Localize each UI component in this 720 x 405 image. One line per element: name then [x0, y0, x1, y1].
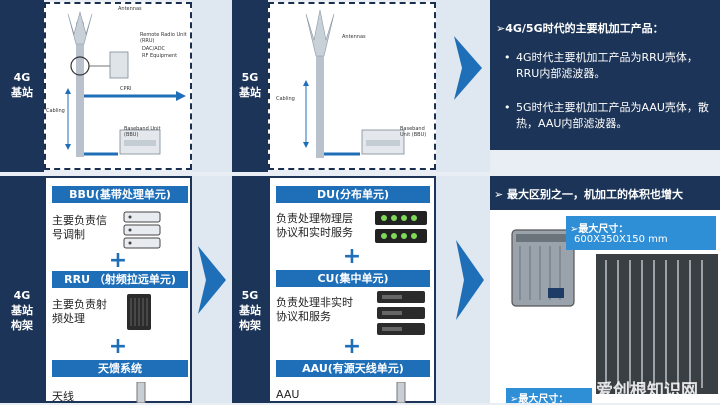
g4-bbu-bar: BBU(基带处理单元) — [52, 186, 188, 203]
top-info-bullet-2: • 5G时代主要机加工产品为AAU壳体，散热，AAU内部滤波器。 — [500, 100, 715, 132]
size-box-2-title: ➢最大尺寸： — [510, 394, 569, 405]
top-arrow-cell-1 — [192, 0, 232, 172]
rru-device-icon — [127, 294, 151, 330]
g4-plus-2: + — [108, 334, 128, 359]
g4-station-label-block — [0, 0, 44, 172]
g4-arch-label-block — [0, 176, 44, 403]
cpri-arrow — [176, 91, 186, 101]
g5-cu-desc: 负责处理非实时 协议和服务 — [276, 296, 353, 323]
g4-plus-1: + — [108, 248, 128, 273]
g5-plus-1: + — [342, 244, 362, 269]
bullet-dot: • — [504, 51, 511, 64]
rru-unit — [109, 51, 129, 79]
tower-mast — [316, 28, 324, 158]
g5-cu-bar: CU(集中单元) — [276, 270, 430, 287]
size-box-title: ➢最大尺寸： — [570, 224, 629, 235]
g5-antennas-label: Antennas — [342, 34, 366, 40]
bottom-right-arrow-icon — [456, 240, 484, 320]
g4-diagram-panel — [44, 2, 192, 170]
g4-antenna-desc: 天线 — [52, 390, 74, 403]
bullet-dot: • — [504, 101, 511, 114]
g5-plus-2: + — [342, 334, 362, 359]
antenna-panels — [305, 9, 335, 57]
g4-antenna-bar: 天馈系统 — [52, 360, 188, 377]
g5-aau-desc: AAU — [276, 388, 300, 401]
g4-rru-item1: DAC/ADC — [142, 46, 166, 52]
antenna-icon — [136, 382, 146, 403]
g5-cabling-label: Cabling — [276, 96, 295, 102]
cu-server-icon — [377, 291, 425, 335]
g4-bbu-label: Baseband Unit (BBU) — [124, 126, 161, 138]
bullet-text: 4G时代主要机加工产品为RRU壳体，RRU内部滤波器。 — [516, 51, 698, 80]
heatsink-product-photo — [596, 254, 718, 394]
g5-tower-diagram — [303, 9, 405, 158]
g4-rru-item2: RF Equipment — [142, 53, 178, 59]
bottom-info-header — [490, 176, 720, 210]
g5-du-desc: 负责处理物理层 协议和实时服务 — [276, 212, 353, 239]
g4-tower-diagram — [65, 10, 186, 157]
size-box-value: 600X350X150 mm — [574, 234, 668, 245]
g5-station-label-block — [232, 0, 268, 172]
top-right-arrow-icon — [454, 36, 482, 100]
g4-rru-bar: RRU （射频拉远单元) — [52, 271, 188, 288]
g4-antennas-label: Antennas — [118, 6, 142, 12]
g4-arch-label: 4G 基站 构架 — [11, 289, 33, 332]
g4-cpri-label: CPRI — [120, 86, 132, 92]
top-info-panel — [490, 0, 720, 150]
g4-station-label: 4G 基站 — [11, 71, 33, 99]
g4-cabling-label: Cabling — [46, 108, 65, 114]
du-device-icon — [375, 211, 427, 243]
antenna-panels — [67, 10, 93, 45]
g5-arch-label: 5G 基站 构架 — [239, 289, 261, 332]
g5-aau-bar: AAU(有源天线单元) — [276, 360, 430, 377]
watermark: 爱创根知识网 — [596, 381, 698, 401]
g5-diagram-panel — [268, 2, 436, 170]
g5-station-label: 5G 基站 — [239, 71, 261, 99]
g4-rru-title: Remote Radio Unit (RRU) — [140, 32, 187, 44]
g5-bbu-label: Baseband Unit (BBU) — [400, 126, 427, 138]
bbu-server-icon — [123, 211, 161, 249]
bottom-left-arrow-icon — [198, 246, 226, 314]
g4-rru-desc: 主要负责射 频处理 — [52, 298, 107, 325]
bottom-info-heading: ➢ 最大区别之一，机加工的体积也增大 — [494, 188, 684, 201]
size-box — [566, 216, 716, 250]
g5-arch-label-block — [232, 176, 268, 403]
tower-mast — [76, 22, 84, 157]
g4-bbu-desc: 主要负责信 号调制 — [52, 214, 107, 241]
g5-du-bar: DU(分布单元) — [276, 186, 430, 203]
size-box-2 — [506, 388, 592, 403]
bullet-text: 5G时代主要机加工产品为AAU壳体，散热，AAU内部滤波器。 — [516, 101, 709, 130]
aau-product-photo — [511, 229, 575, 307]
top-info-heading: ➢4G/5G时代的主要机加工产品： — [496, 22, 664, 35]
top-info-bullet-1: • 4G时代主要机加工产品为RRU壳体，RRU内部滤波器。 — [500, 50, 715, 82]
aau-device-icon — [396, 382, 406, 403]
